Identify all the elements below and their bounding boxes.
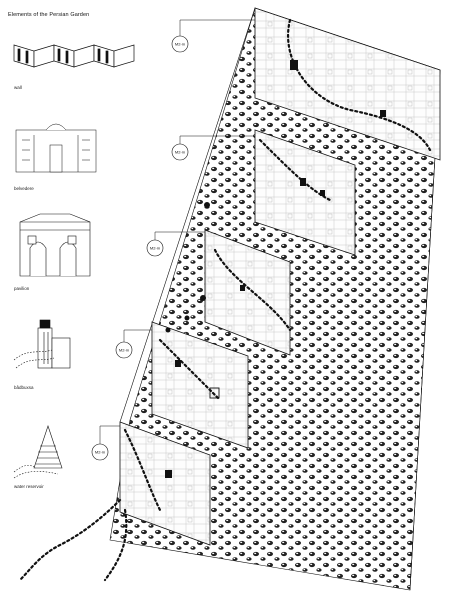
dotted-path [18, 18, 432, 582]
axis-nodes [165, 202, 210, 333]
belvedere-icon [15, 123, 97, 173]
level-tag-label-4: M2-m [119, 348, 130, 353]
level-plane-3 [204, 229, 291, 356]
level-tag-1 [171, 19, 255, 53]
level-tag-4 [115, 329, 152, 359]
element-label-cistern: water reservoir [14, 484, 44, 489]
element-label-wall: wall [14, 85, 22, 90]
level-plane-4 [151, 321, 249, 449]
level-tag-label-5: M2-m [95, 450, 106, 455]
element-label-belvedere: belvedere [14, 186, 34, 191]
level-tag-label-2: M2-m [175, 150, 186, 155]
pavilion-icon [19, 213, 91, 277]
level-tag-label-3: M2-m [150, 246, 161, 251]
wall-icon [13, 44, 135, 68]
level-tag-5 [91, 425, 120, 461]
level-tag-3 [146, 231, 205, 257]
level-tag-label-1: M2-m [175, 42, 186, 47]
element-label-badgir: bâdbuxsa [14, 385, 34, 390]
level-plane-5 [119, 421, 211, 546]
level-tag-2 [171, 135, 255, 161]
badgir-icon [13, 319, 71, 369]
element-label-pavilion: pavilion [14, 286, 30, 291]
diagram-title: Elements of the Persian Garden [8, 12, 90, 18]
cistern-icon [13, 425, 63, 479]
